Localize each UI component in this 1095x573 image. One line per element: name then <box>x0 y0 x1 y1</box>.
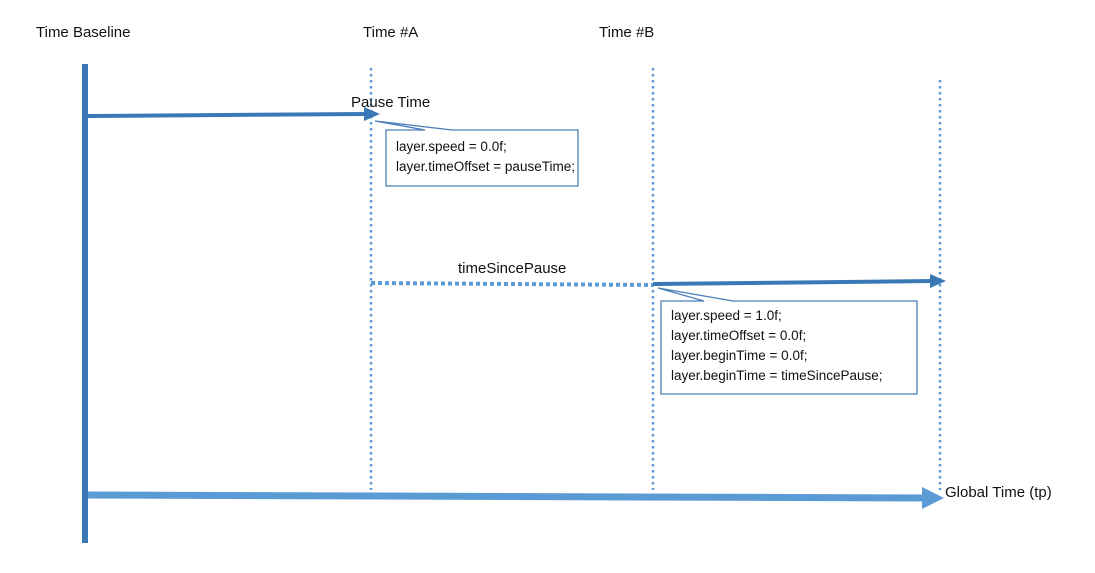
callout-b-line-1: layer.speed = 1.0f; <box>671 308 782 323</box>
pause-time-arrowhead <box>364 107 380 121</box>
resume-arrow-shaft <box>652 279 932 286</box>
time-since-pause-dotted <box>370 281 654 287</box>
global-time-arrowhead <box>922 487 944 509</box>
pause-time-label: Pause Time <box>351 94 431 111</box>
callout-a-line-2: layer.timeOffset = pauseTime; <box>396 159 575 174</box>
global-time-arrow-shaft <box>87 491 927 502</box>
time-baseline-label: Time Baseline <box>36 24 131 41</box>
callout-b-line-4: layer.beginTime = timeSincePause; <box>671 368 883 383</box>
callout-b-line-3: layer.beginTime = 0.0f; <box>671 348 808 363</box>
time-since-pause-label: timeSincePause <box>458 260 567 277</box>
time-b-label: Time #B <box>599 24 655 41</box>
callout-b-box <box>657 287 918 395</box>
pause-time-arrow-shaft <box>87 112 367 118</box>
resume-arrowhead <box>930 274 946 288</box>
callout-a-line-1: layer.speed = 0.0f; <box>396 139 507 154</box>
callout-b-line-2: layer.timeOffset = 0.0f; <box>671 328 807 343</box>
time-a-label: Time #A <box>363 24 419 41</box>
global-time-label: Global Time (tp) <box>945 484 1052 501</box>
callout-a-box <box>374 120 579 187</box>
